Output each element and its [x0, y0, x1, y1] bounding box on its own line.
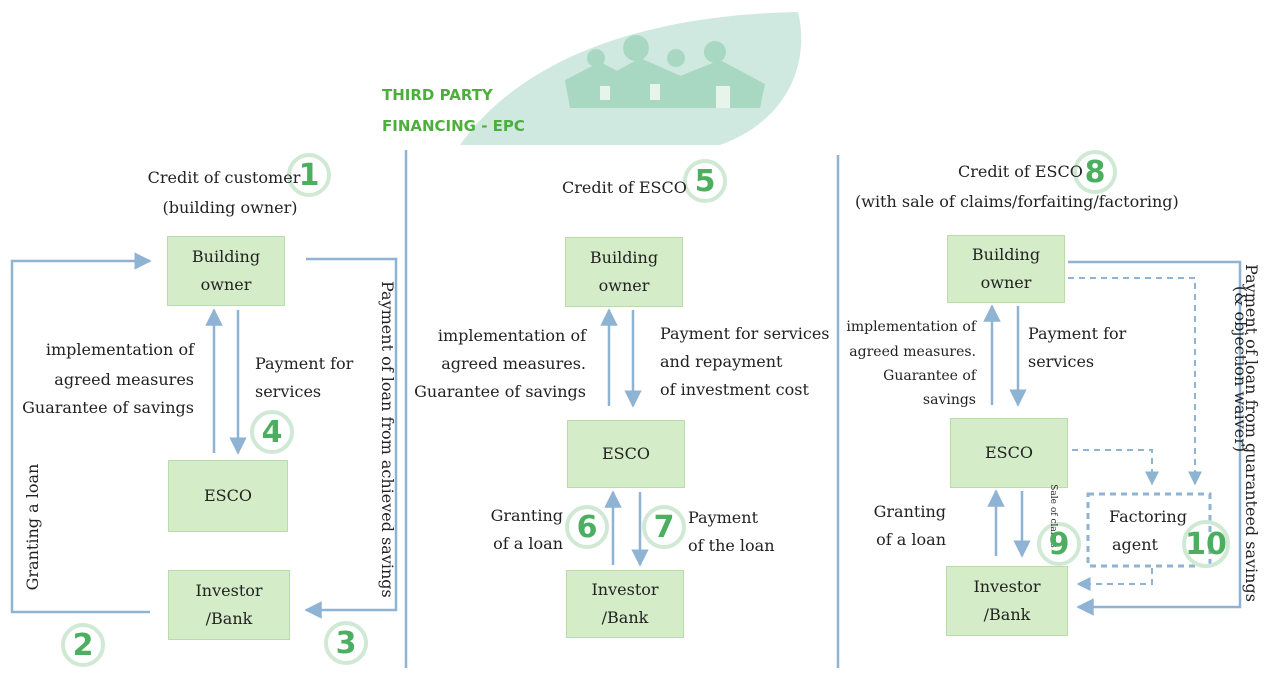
title-line-2: FINANCING - EPC: [382, 117, 525, 135]
p2-box-top-line2: owner: [598, 276, 650, 295]
houses-icon: [565, 35, 765, 108]
p1-repay-arrow: [304, 257, 398, 619]
p3-box-bottom-line2: /Bank: [983, 605, 1031, 624]
p2-box-bottom-line2: /Bank: [601, 608, 649, 627]
p3-left-label-line4: savings: [922, 392, 976, 408]
p3-factoring-line1: Factoring: [1109, 507, 1187, 526]
p1-repayment-label: Payment of loan from achieved savings: [378, 281, 397, 598]
p1-building-owner-box: Building owner: [167, 236, 285, 306]
p3-heading-line1: Credit of ESCO: [958, 162, 1083, 181]
p1-left-label-line1: implementation of: [45, 340, 194, 359]
p1-left-label-line2: agreed measures: [54, 370, 194, 389]
p2-number-heading: 5: [694, 163, 716, 199]
p1-number-grant: 2: [72, 627, 94, 663]
p2-left-label-line1: implementation of: [437, 326, 586, 345]
p2-payment-line1: Payment: [688, 508, 758, 527]
p2-heading: Credit of ESCO: [562, 178, 687, 197]
p1-right-label-line2: services: [255, 382, 322, 401]
p2-payment-line2: of the loan: [688, 536, 775, 555]
p2-building-owner-box: Building owner: [565, 237, 683, 307]
p3-box-bottom-line1: Investor: [973, 577, 1041, 596]
p3-building-owner-box: Building owner: [947, 235, 1065, 303]
p2-investor-box: Investor/Bank: [566, 570, 684, 638]
p3-box-top-line1: Building: [971, 245, 1041, 264]
p3-box-mid: ESCO: [985, 443, 1033, 462]
p3-left-label-line2: agreed measures.: [849, 344, 976, 360]
p3-right-label-line1: Payment for: [1028, 324, 1127, 343]
p3-granting-line1: Granting: [873, 502, 946, 521]
p1-heading-line2: (building owner): [162, 198, 298, 217]
p3-left-label-line3: Guarantee of: [883, 368, 976, 384]
p2-left-label-line3: Guarantee of savings: [414, 382, 586, 401]
p1-left-label-line3: Guarantee of savings: [22, 398, 194, 417]
p2-right-label-line1: Payment for services: [660, 324, 830, 343]
p1-number-heading: 1: [298, 157, 320, 193]
p3-esco-box: ESCO: [950, 418, 1068, 488]
p1-granting-label: Granting a loan: [23, 463, 42, 591]
p3-repayment-line2: (& objection waiver): [1231, 285, 1250, 453]
p1-right-label-line1: Payment for: [255, 354, 354, 373]
p1-heading-line1: Credit of customer: [147, 168, 301, 187]
p1-investor-box: Investor/Bank: [168, 570, 290, 640]
p3-heading-line2: (with sale of claims/forfaiting/factorin…: [855, 192, 1179, 211]
p2-right-label-line2: and repayment: [660, 352, 783, 371]
factoring-agent-frame: [1086, 492, 1212, 568]
p2-number-pay: 7: [653, 509, 675, 545]
p1-box-top-line1: Building: [191, 247, 261, 266]
p3-number-factoring: 10: [1185, 526, 1227, 562]
p3-dashed-esco-to-factoring: [1072, 449, 1159, 486]
p3-number-sale: 9: [1048, 526, 1070, 562]
p3-right-label-line2: services: [1028, 352, 1095, 371]
p2-left-label-line2: agreed measures.: [441, 354, 586, 373]
p2-right-label-line3: of investment cost: [660, 380, 809, 399]
p2-granting-line1: Granting: [490, 506, 563, 525]
p1-number-services: 4: [261, 414, 283, 450]
p3-investor-box: Investor/Bank: [946, 566, 1068, 636]
p1-number-repay: 3: [335, 625, 357, 661]
p3-granting-line2: of a loan: [876, 530, 946, 549]
p2-granting-line2: of a loan: [493, 534, 563, 553]
p2-box-bottom-line1: Investor: [591, 580, 659, 599]
p1-box-top-line2: owner: [200, 275, 252, 294]
p3-repay-arrow: [1068, 260, 1242, 616]
p1-grant-arrow: [10, 252, 152, 614]
title-line-1: THIRD PARTY: [382, 86, 493, 104]
p1-box-bottom-line2: /Bank: [205, 609, 253, 628]
p1-esco-box: ESCO: [168, 460, 288, 532]
p2-number-grant: 6: [576, 509, 598, 545]
p3-number-heading: 8: [1084, 154, 1106, 190]
p1-box-mid: ESCO: [204, 486, 252, 505]
p1-box-bottom-line1: Investor: [195, 581, 263, 600]
p3-left-label-line1: implementation of: [846, 319, 976, 335]
p2-esco-box: ESCO: [567, 420, 685, 488]
p3-dashed-owner-to-factoring: [1068, 277, 1202, 486]
p3-factoring-line2: agent: [1112, 535, 1158, 554]
p3-box-top-line2: owner: [980, 273, 1032, 292]
p3-dashed-factoring-to-bank: [1076, 568, 1153, 591]
p2-box-mid: ESCO: [602, 444, 650, 463]
p2-box-top-line1: Building: [589, 248, 659, 267]
